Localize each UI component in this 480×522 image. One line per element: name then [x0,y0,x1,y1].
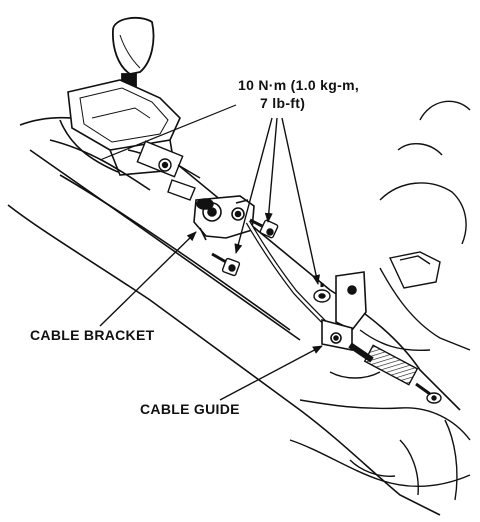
torque-leaders [234,117,321,285]
torque-spec-line2: 7 lb-ft) [260,95,306,111]
shift-cable [245,220,334,332]
cable-bracket-part [193,195,255,241]
cable-guide-part [321,271,367,351]
cable-end [348,342,442,404]
console-leader [99,104,237,161]
transmission-housing [289,100,471,501]
shift-linkage [127,140,201,201]
cable-guide-leader [219,345,323,401]
torque-spec-line1: 10 N·m (1.0 kg-m, [238,77,360,93]
cable-guide-label: CABLE GUIDE [140,401,240,417]
cable-bracket-label: CABLE BRACKET [30,327,155,343]
bolt-2 [211,252,241,277]
floor-panel [7,116,461,516]
cable-bracket-leader [99,231,197,327]
bolt-3 [313,283,331,303]
